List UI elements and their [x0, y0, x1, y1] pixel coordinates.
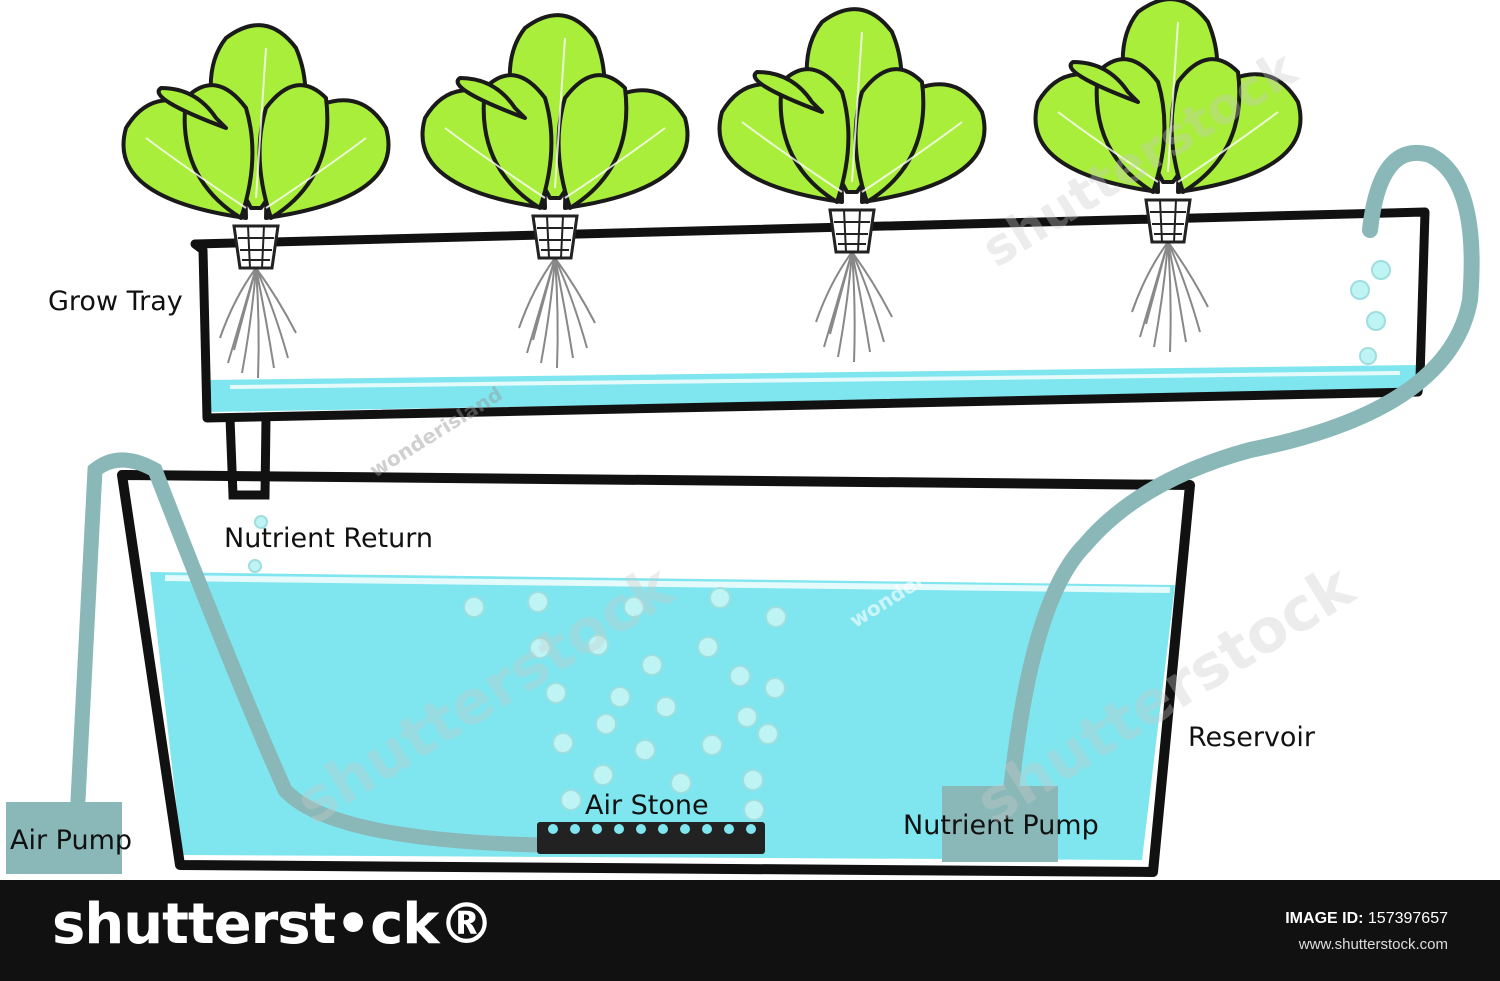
footer-bar: shutterst•ck® IMAGE ID: 157397657 www.sh…: [0, 880, 1500, 981]
reservoir-label: Reservoir: [1188, 722, 1316, 753]
air-pump-label: Air Pump: [10, 825, 133, 856]
footer-brand: shutterst•ck®: [52, 892, 495, 957]
plant-4: [1033, 0, 1303, 354]
air-stone-label: Air Stone: [585, 790, 709, 821]
image-id-label: IMAGE ID:: [1285, 910, 1364, 927]
nutrient-return-label: Nutrient Return: [224, 523, 433, 554]
reservoir: [117, 470, 1195, 877]
footer-site: www.shutterstock.com: [1298, 936, 1448, 953]
plant-1: [121, 23, 391, 380]
nutrient-pump: [942, 786, 1058, 862]
plant-3: [717, 7, 987, 364]
nutrient-return-drain: [225, 417, 271, 500]
air-tube: [70, 452, 548, 853]
nutrient-pump-label: Nutrient Pump: [903, 810, 1099, 841]
nutrient-tube: [1002, 144, 1480, 808]
air-pump: [6, 802, 122, 874]
air-bubbles: [463, 587, 787, 821]
plant-2: [420, 13, 690, 370]
hydroponic-system-illustration: [6, 0, 1480, 877]
grow-tray-label: Grow Tray: [48, 286, 183, 317]
air-stone-holes: [548, 824, 756, 834]
image-id-line: IMAGE ID: 157397657: [1285, 910, 1448, 928]
image-id-value: 157397657: [1367, 910, 1448, 927]
